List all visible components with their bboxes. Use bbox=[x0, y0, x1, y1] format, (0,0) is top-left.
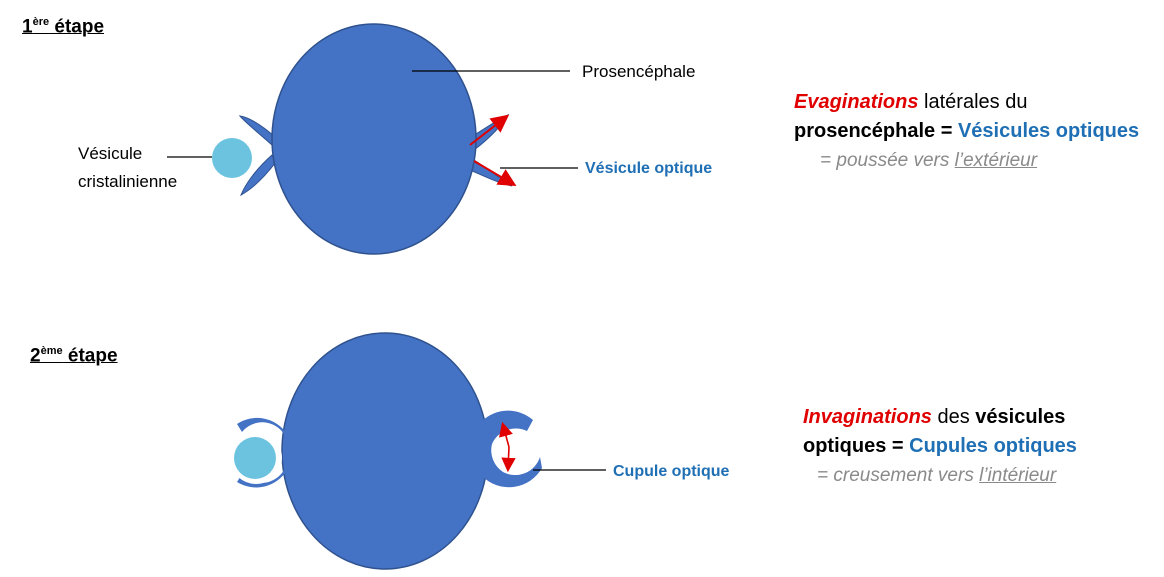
step2-note-creusement: = creusement vers bbox=[817, 465, 980, 486]
step2-title: 2ème étape bbox=[30, 345, 118, 367]
prosencephalon-step2 bbox=[281, 332, 489, 570]
step1-title-sup: ère bbox=[32, 16, 50, 28]
right-optic-vesicle-lower bbox=[469, 159, 513, 187]
step1-title-word: étape bbox=[49, 16, 105, 38]
prosencephalon-step1 bbox=[271, 23, 477, 255]
step2-title-sup: ème bbox=[40, 345, 63, 357]
step2-note-vesicules: vésicules bbox=[975, 406, 1066, 428]
step2-note-optiques: optiques bbox=[803, 435, 887, 457]
step1-title: 1ère étape bbox=[22, 16, 104, 38]
step2-title-word: étape bbox=[62, 345, 118, 367]
label-vesicule-cristalinienne-line1: Vésicule bbox=[78, 144, 143, 163]
step1-note-prosencephale: prosencéphale bbox=[794, 120, 936, 142]
step1-note-exterieur: l’extérieur bbox=[954, 150, 1038, 171]
invagination-arrow bbox=[499, 421, 513, 448]
step1-note-equals: = bbox=[935, 120, 958, 142]
step1-note-line1: Evaginations latérales du bbox=[794, 88, 1139, 117]
label-vesicule-optique: Vésicule optique bbox=[585, 160, 713, 177]
left-optic-vesicle bbox=[238, 115, 277, 197]
label-prosencephale: Prosencéphale bbox=[582, 62, 696, 81]
evagination-arrow-down bbox=[473, 160, 517, 187]
label-vesicule-cristalinienne-line2: cristalinienne bbox=[78, 172, 178, 191]
step2-note-line2: optiques = Cupules optiques bbox=[803, 432, 1077, 461]
step1-note-evaginations: Evaginations bbox=[794, 91, 919, 113]
step1-title-number: 1 bbox=[22, 16, 33, 38]
step1-note-line3: = poussée vers l’extérieur bbox=[794, 146, 1139, 175]
step1-note-vesicules-optiques: Vésicules optiques bbox=[957, 120, 1140, 142]
step2-note-des: des bbox=[931, 406, 976, 428]
step2-note: Invaginations des vésicules optiques = C… bbox=[803, 403, 1077, 490]
step2-title-number: 2 bbox=[30, 345, 41, 367]
step2-note-line1: Invaginations des vésicules bbox=[803, 403, 1077, 432]
evagination-arrow-up bbox=[469, 114, 510, 146]
step1-note-line2: prosencéphale = Vésicules optiques bbox=[794, 117, 1139, 146]
step1-note-poussee: = poussée vers bbox=[820, 150, 955, 171]
step2-note-invaginations: Invaginations bbox=[803, 406, 932, 428]
left-optic-cup bbox=[237, 417, 287, 488]
right-optic-cup bbox=[482, 410, 542, 488]
step2-note-equals: = bbox=[886, 435, 910, 457]
step2-note-interieur: l’intérieur bbox=[979, 465, 1057, 486]
lens-vesicle-step1 bbox=[212, 138, 252, 178]
step2-note-cupules-optiques: Cupules optiques bbox=[909, 435, 1077, 457]
step1-note: Evaginations latérales du prosencéphale … bbox=[794, 88, 1139, 175]
step2-note-line3: = creusement vers l’intérieur bbox=[803, 461, 1077, 490]
lens-vesicle-step2 bbox=[234, 437, 276, 479]
label-cupule-optique: Cupule optique bbox=[613, 463, 730, 480]
step1-note-laterales: latérales du bbox=[918, 91, 1028, 113]
invagination-arrow-2 bbox=[501, 446, 516, 473]
